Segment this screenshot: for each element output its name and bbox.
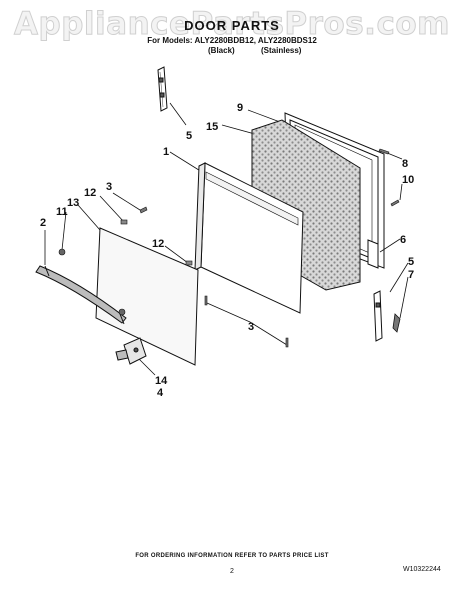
outer-door-panel bbox=[194, 162, 304, 314]
callout-label: 5 bbox=[186, 130, 192, 142]
callout-label: 1 bbox=[163, 146, 169, 158]
page-number: 2 bbox=[230, 568, 234, 575]
callout-label: 12 bbox=[152, 238, 164, 250]
gasket-screws bbox=[378, 148, 400, 207]
variant-stainless: (Stainless) bbox=[261, 46, 302, 55]
hinge-assembly bbox=[115, 337, 147, 365]
callout-label: 11 bbox=[56, 206, 68, 218]
glass-panel bbox=[95, 227, 199, 366]
callout-labels: 5 9 15 1 8 10 3 12 13 11 2 12 6 5 7 3 14… bbox=[40, 102, 414, 399]
side-screw bbox=[392, 313, 401, 333]
watermark-text: AppliancePartsPros.com bbox=[14, 6, 450, 43]
document-number: W10322244 bbox=[403, 566, 441, 573]
callout-label: 9 bbox=[237, 102, 243, 114]
glass-clips bbox=[120, 219, 193, 266]
hinge-bracket-upper bbox=[157, 66, 168, 112]
callout-label: 14 bbox=[155, 375, 168, 387]
handle-screws bbox=[58, 248, 126, 316]
callout-label: 13 bbox=[67, 197, 79, 209]
page-title: DOOR PARTS bbox=[184, 18, 280, 33]
callout-label: 15 bbox=[206, 121, 218, 133]
callout-label: 3 bbox=[106, 181, 112, 193]
leader-lines bbox=[44, 102, 409, 376]
model-list: For Models: ALY2280BDB12, ALY2280BDS12 bbox=[147, 36, 317, 45]
callout-label: 10 bbox=[402, 174, 414, 186]
callout-label: 7 bbox=[408, 269, 414, 281]
door-screws bbox=[139, 206, 289, 348]
callout-label: 5 bbox=[408, 256, 414, 268]
door-handle bbox=[35, 265, 127, 325]
callout-label: 6 bbox=[400, 234, 406, 246]
callout-label: 2 bbox=[40, 217, 46, 229]
hinge-bracket-lower-right bbox=[367, 239, 379, 269]
callout-label: 8 bbox=[402, 158, 408, 170]
variant-black: (Black) bbox=[208, 46, 235, 55]
callout-label: 12 bbox=[84, 187, 96, 199]
callout-label: 3 bbox=[248, 321, 254, 333]
ordering-note: FOR ORDERING INFORMATION REFER TO PARTS … bbox=[135, 553, 329, 559]
callout-label: 4 bbox=[157, 387, 164, 399]
hinge-bracket-side bbox=[373, 290, 383, 342]
